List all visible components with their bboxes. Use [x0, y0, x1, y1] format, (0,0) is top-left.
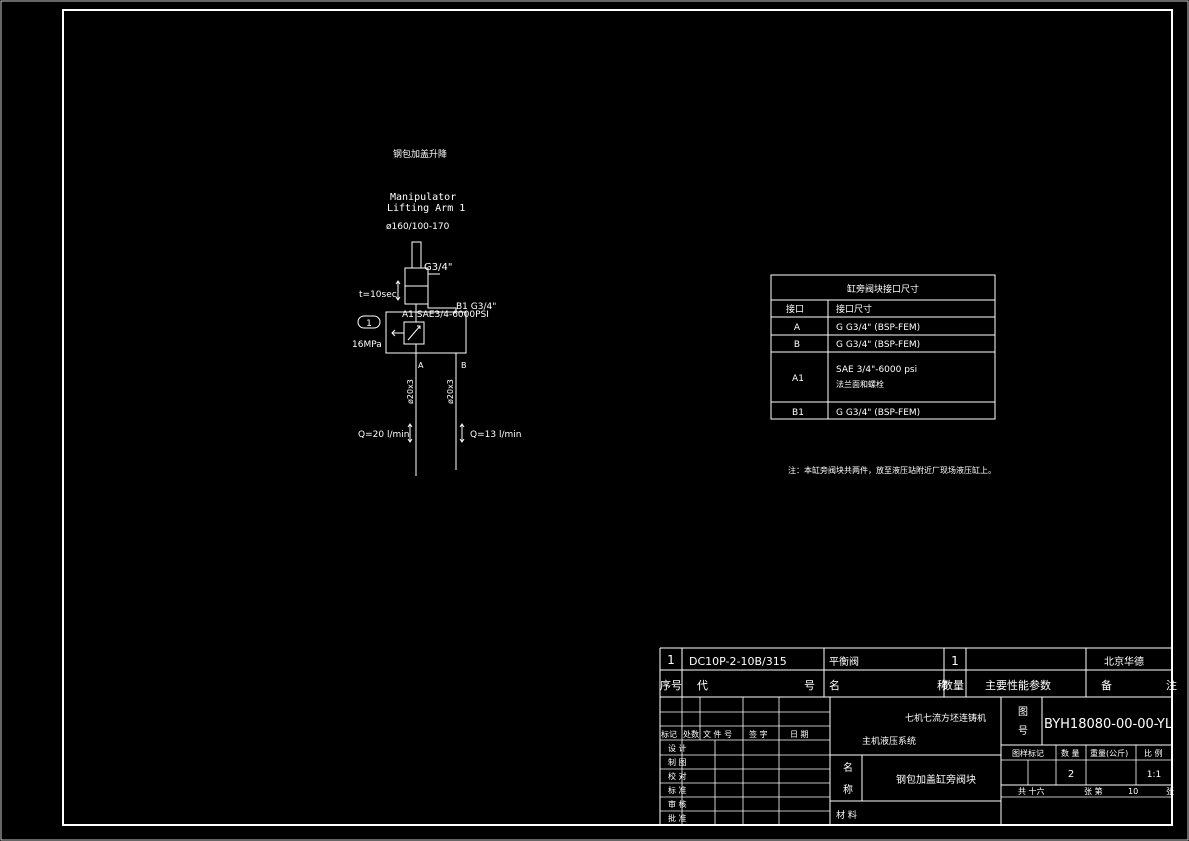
pipe-b-size: ø20x3: [446, 379, 455, 404]
header-qty-1: 称: [937, 678, 948, 692]
scale-value: 1:1: [1147, 770, 1161, 780]
top-port-label: G3/4": [424, 262, 452, 273]
rod-side-line: [427, 304, 457, 312]
meta-header-weight: 重量(公斤): [1090, 748, 1128, 758]
rev-header-count: 处数: [683, 729, 699, 739]
drawing-no: BYH18080-00-00-YL: [1044, 717, 1173, 732]
item-number: 1: [366, 319, 372, 329]
header-remark-2: 注: [1166, 678, 1177, 692]
label-b: B: [461, 361, 467, 370]
port-table-row-b1-port: B1: [792, 408, 804, 418]
quantity-value: 2: [1068, 769, 1074, 780]
drawing-no-label-1: 图: [1018, 706, 1028, 718]
project-name-2: 主机液压系统: [862, 735, 916, 747]
port-b1-label: B1 G3/4": [456, 302, 496, 312]
piston-rod: [411, 241, 422, 269]
role-design: 设 计: [668, 743, 687, 753]
role-approve: 批 准: [668, 813, 687, 823]
port-size-table: 缸旁阀块接口尺寸 接口 接口尺寸 A G G3/4" (BSP-FEM) B G…: [770, 274, 996, 420]
part-title: 钢包加盖缸旁阀块: [896, 773, 976, 786]
header-params: 主要性能参数: [985, 678, 1051, 692]
port-table-row-b-port: B: [794, 340, 800, 350]
part-name: 平衡阀: [829, 655, 859, 668]
cylinder-size: ø160/100-170: [386, 222, 450, 232]
role-drawing: 制 图: [668, 757, 687, 767]
part-remark: 北京华德: [1104, 655, 1144, 668]
header-remark-1: 备: [1101, 678, 1112, 692]
drawing-note: 注：本缸旁阀块共两件，放至液压站附近厂现场液压缸上。: [788, 465, 996, 475]
drawing-no-label-2: 号: [1018, 725, 1028, 737]
flow-a: Q=20 l/min: [358, 430, 409, 440]
header-qty-2: 数量: [942, 679, 964, 692]
rev-header-sign: 签 字: [749, 729, 768, 739]
cylinder-name-1: Manipulator: [390, 192, 456, 203]
meta-header-scale: 比 例: [1144, 748, 1163, 758]
sheets-total: 共 十六: [1018, 786, 1045, 796]
rev-header-file: 文 件 号: [703, 729, 732, 739]
time-arrow-heads: [395, 280, 401, 301]
schematic-title: 钢包加盖升降: [393, 148, 447, 160]
port-a1-label: A1 SAE3/4-6000PSI: [402, 310, 489, 320]
port-table-row-b1-size: G G3/4" (BSP-FEM): [836, 408, 920, 418]
part-no: 1: [667, 653, 675, 667]
meta-header-mark: 图样标记: [1012, 748, 1044, 758]
port-table-row-a1-size: SAE 3/4"-6000 psi: [836, 365, 917, 375]
header-no: 序号: [660, 678, 682, 692]
meta-header-qty: 数 量: [1061, 748, 1080, 758]
sheet-suffix: 张: [1166, 787, 1174, 796]
flow-b: Q=13 l/min: [470, 430, 521, 440]
name-label-2: 称: [843, 783, 853, 796]
port-table-row-a-size: G G3/4" (BSP-FEM): [836, 323, 920, 333]
port-table-header-port: 接口: [786, 303, 804, 315]
part-code: DC10P-2-10B/315: [689, 655, 787, 668]
title-block: 1 DC10P-2-10B/315 平衡阀 1 北京华德 序号 代 号 名 称 …: [659, 647, 1177, 825]
role-review: 审 核: [668, 799, 687, 809]
valve-arrow: [407, 325, 421, 341]
port-table-row-a1-port: A1: [792, 374, 804, 384]
project-name-1: 七机七流方坯连铸机: [905, 712, 986, 724]
port-table-row-a-port: A: [794, 323, 801, 333]
material-label: 材 料: [836, 809, 857, 821]
header-name: 名: [829, 678, 840, 692]
sheet-no: 10: [1128, 787, 1138, 796]
item-number-bubble: [357, 315, 381, 329]
sheet-label: 张 第: [1084, 786, 1103, 796]
port-table-row-a1-note: 法兰面和螺栓: [836, 379, 884, 389]
hydraulic-schematic: 钢包加盖升降 Manipulator Lifting Arm 1 ø160/10…: [352, 148, 521, 476]
part-qty: 1: [951, 654, 959, 668]
port-table-row-b-size: G G3/4" (BSP-FEM): [836, 340, 920, 350]
role-check: 校 对: [668, 771, 687, 781]
header-code-2: 号: [804, 679, 815, 692]
label-a: A: [418, 361, 424, 370]
cylinder-name-2: Lifting Arm 1: [387, 203, 465, 214]
header-code-1: 代: [697, 679, 708, 692]
rev-header-mark: 标记: [661, 729, 677, 739]
rev-header-date: 日 期: [790, 730, 809, 739]
role-standard: 标 准: [668, 785, 687, 795]
port-table-header-size: 接口尺寸: [836, 303, 872, 315]
inner-frame: [62, 9, 1173, 826]
time-label: t=10sec: [359, 290, 397, 300]
pipe-a-size: ø20x3: [406, 379, 415, 404]
pressure-label: 16MPa: [352, 340, 382, 350]
port-table-title: 缸旁阀块接口尺寸: [847, 283, 919, 295]
name-label-1: 名: [843, 761, 853, 774]
valve-block: [385, 311, 467, 354]
